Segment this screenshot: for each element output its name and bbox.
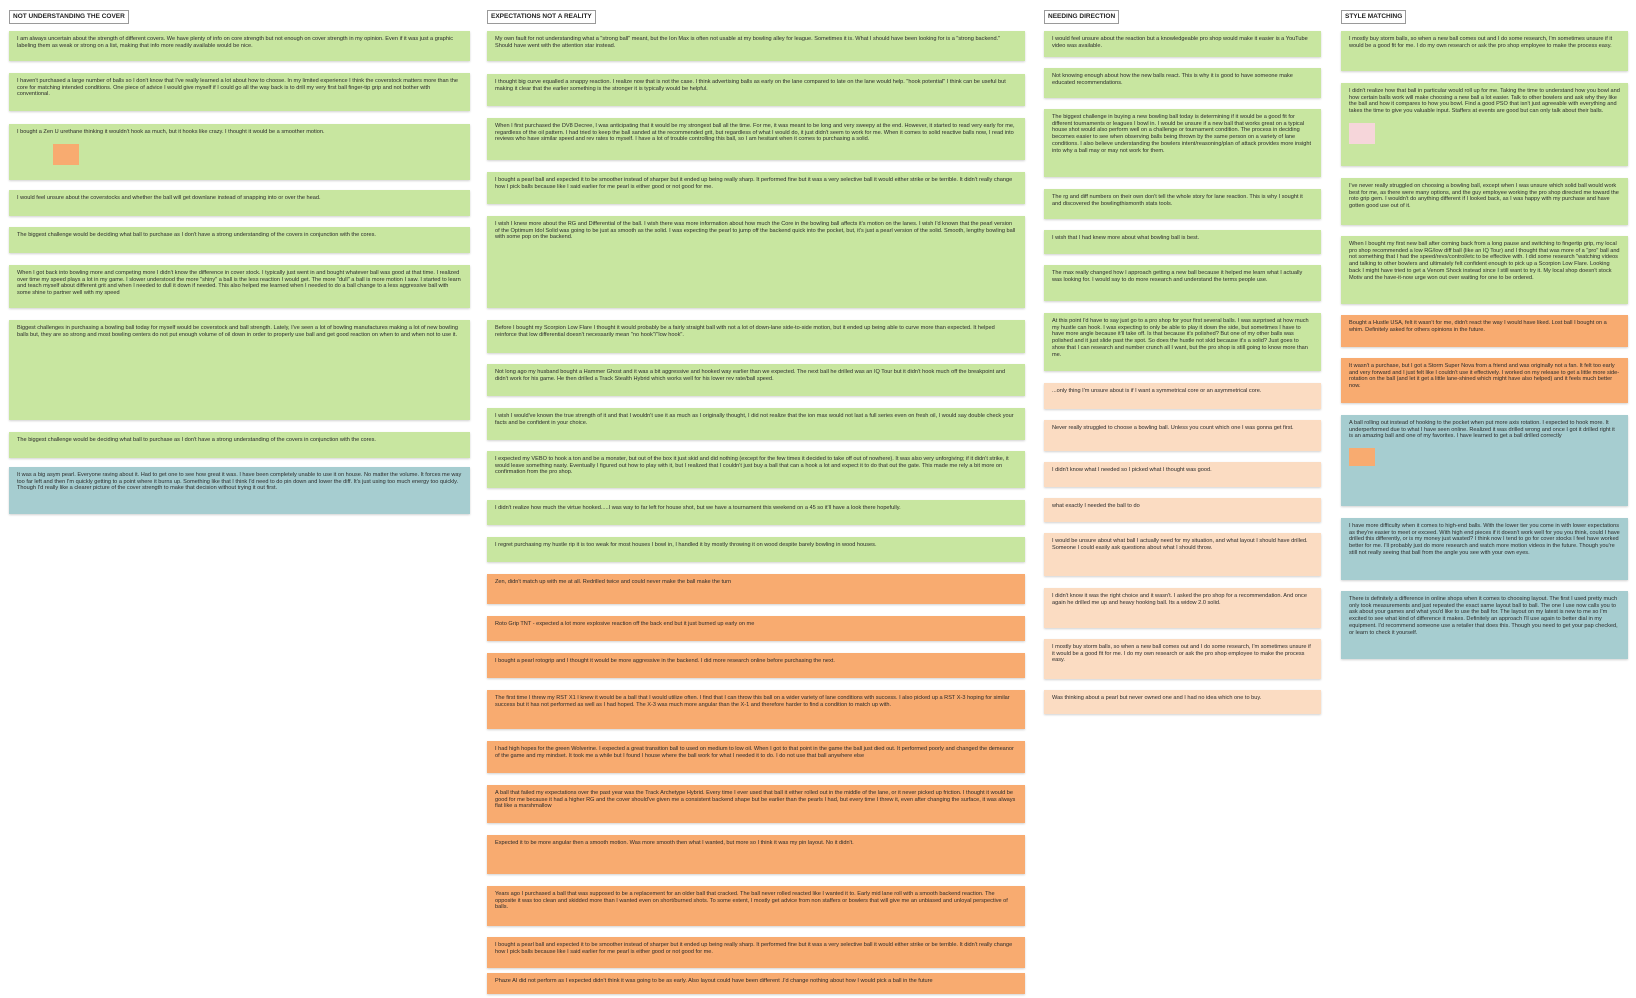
sticky-note[interactable]: I regret purchasing my hustle rip it is … (487, 537, 1025, 562)
sticky-note[interactable]: I didn't know it was the right choice an… (1044, 588, 1321, 628)
column-header-direction[interactable]: NEEDING DIRECTION (1044, 10, 1120, 24)
sticky-note[interactable]: The max really changed how I approach ge… (1044, 265, 1321, 301)
sticky-note[interactable]: I didn't realize how much the virtue hoo… (487, 500, 1025, 525)
sticky-note[interactable]: I bought a pearl ball and expected it to… (487, 172, 1025, 204)
sticky-note[interactable]: Was thinking about a pearl but never own… (1044, 690, 1321, 714)
sticky-note[interactable]: The biggest challenge in buying a new bo… (1044, 109, 1321, 177)
mini-sticky (53, 143, 79, 165)
sticky-note[interactable]: what exactly I needed the ball to do (1044, 498, 1321, 522)
sticky-note[interactable]: Before I bought my Scorpion Low Flare I … (487, 320, 1025, 353)
sticky-note[interactable]: It wasn't a purchase, but I got a Storm … (1341, 358, 1628, 403)
sticky-note[interactable]: I wish that I had knew more about what b… (1044, 230, 1321, 254)
sticky-note[interactable]: The biggest challenge would be deciding … (9, 432, 470, 458)
sticky-note[interactable]: Biggest challenges in purchasing a bowli… (9, 320, 470, 420)
sticky-note[interactable]: I would be unsure about what ball I actu… (1044, 533, 1321, 576)
sticky-note[interactable]: Years ago I purchased a ball that was su… (487, 886, 1025, 926)
sticky-note[interactable]: When I bought my first new ball after co… (1341, 236, 1628, 304)
sticky-note[interactable]: I haven't purchased a large number of ba… (9, 73, 470, 111)
sticky-note[interactable]: It was a big asym pearl. Everyone raving… (9, 467, 470, 514)
sticky-note[interactable]: At this point I'd have to say just go to… (1044, 313, 1321, 371)
sticky-note[interactable]: Roto Grip TNT - expected a lot more expl… (487, 616, 1025, 641)
sticky-note[interactable]: I would feel unsure about the coverstock… (9, 190, 470, 216)
sticky-note[interactable]: I wish I would've known the true strengt… (487, 408, 1025, 440)
column-header-expectations[interactable]: EXPECTATIONS NOT A REALITY (487, 10, 596, 24)
sticky-note[interactable]: Not knowing enough about how the new bal… (1044, 68, 1321, 98)
sticky-note[interactable]: I didn't realize how that ball in partic… (1341, 83, 1628, 166)
sticky-note[interactable]: I mostly buy storm balls, so when a new … (1341, 31, 1628, 71)
sticky-note[interactable]: A ball that failed my expectations over … (487, 785, 1025, 823)
sticky-note[interactable]: Zen, didn't match up with me at all. Red… (487, 574, 1025, 604)
sticky-note[interactable]: ...only thing I'm unsure about is if I w… (1044, 383, 1321, 409)
mini-sticky (1349, 448, 1375, 467)
sticky-note[interactable]: Never really struggled to choose a bowli… (1044, 420, 1321, 451)
sticky-note[interactable]: I've never really struggled on choosing … (1341, 178, 1628, 225)
sticky-note[interactable]: My own fault for not understanding what … (487, 31, 1025, 61)
sticky-note[interactable]: The biggest challenge would be deciding … (9, 227, 470, 253)
sticky-note[interactable]: I bought a pearl rotogrip and I thought … (487, 653, 1025, 678)
mini-sticky (1349, 122, 1375, 144)
sticky-note[interactable]: Not long ago my husband bought a Hammer … (487, 364, 1025, 396)
sticky-note[interactable]: I bought a Zen U urethane thinking it wo… (9, 124, 470, 180)
sticky-note[interactable]: I thought big curve equalled a snappy re… (487, 74, 1025, 106)
sticky-note[interactable]: When I got back into bowling more and co… (9, 265, 470, 308)
sticky-note[interactable]: I bought a pearl ball and expected it to… (487, 937, 1025, 968)
sticky-note[interactable]: I would feel unsure about the reaction b… (1044, 31, 1321, 57)
column-header-style[interactable]: STYLE MATCHING (1341, 10, 1407, 24)
sticky-note[interactable]: I am always uncertain about the strength… (9, 31, 470, 61)
sticky-note[interactable]: I wish I knew more about the RG and Diff… (487, 216, 1025, 308)
sticky-note[interactable]: I expected my VEBO to hook a ton and be … (487, 451, 1025, 488)
sticky-note[interactable]: A ball rolling out instead of hooking to… (1341, 415, 1628, 506)
sticky-note[interactable]: The rg and diff numbers on their own don… (1044, 189, 1321, 219)
sticky-note[interactable]: Expected it to be more angular then a sm… (487, 835, 1025, 874)
sticky-note[interactable]: I didn't know what I needed so I picked … (1044, 462, 1321, 487)
sticky-note[interactable]: Phaze AI did not perform as I expected d… (487, 973, 1025, 994)
sticky-note[interactable]: I have more difficulty when it comes to … (1341, 518, 1628, 580)
sticky-note[interactable]: I had high hopes for the green Wolverine… (487, 741, 1025, 773)
sticky-note[interactable]: The first time I threw my RST X1 I knew … (487, 690, 1025, 729)
sticky-note[interactable]: There is definitely a difference in onli… (1341, 591, 1628, 659)
sticky-note[interactable]: I mostly buy storm balls, so when a new … (1044, 639, 1321, 679)
column-header-cover[interactable]: NOT UNDERSTANDING THE COVER (9, 10, 129, 24)
sticky-note[interactable]: When I first purchased the DV8 Decree, I… (487, 118, 1025, 160)
sticky-note[interactable]: Bought a Hustle USA, felt it wasn't for … (1341, 315, 1628, 347)
